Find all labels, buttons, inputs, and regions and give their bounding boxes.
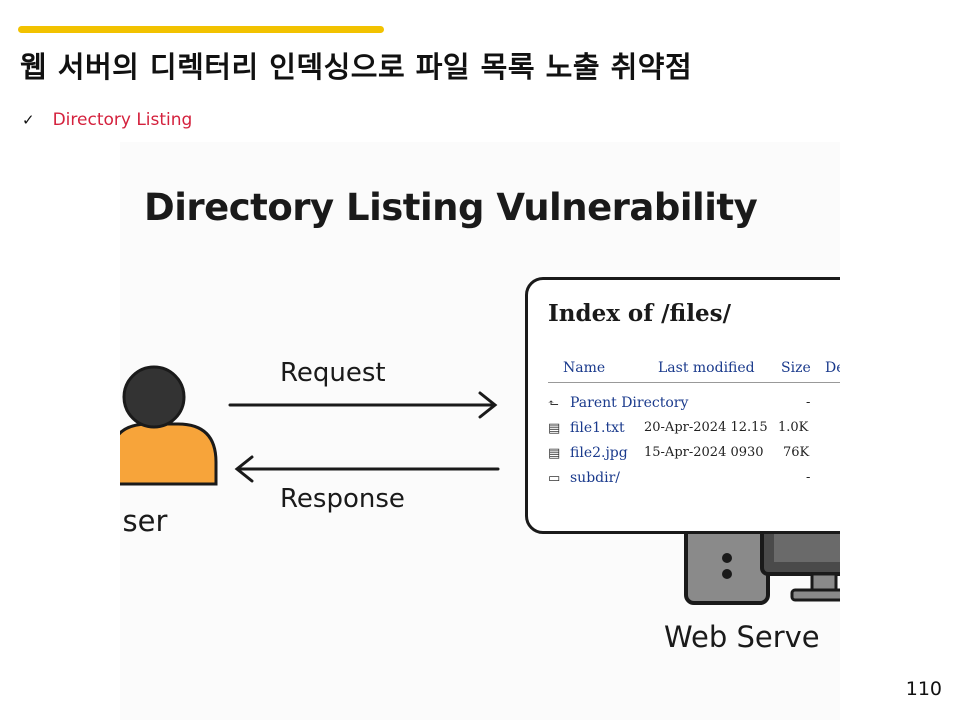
title-accent-bar: [18, 26, 384, 33]
file-size: 1.0K: [778, 420, 809, 435]
list-item[interactable]: ▤ file2.jpg 15-Apr-2024 0930 76K: [548, 445, 840, 465]
figure-title: Directory Listing Vulnerability: [144, 186, 758, 229]
user-icon: [120, 365, 218, 486]
diagram-figure: Directory Listing Vulnerability: [120, 142, 840, 720]
checkmark-icon: ✓: [22, 111, 35, 129]
bullet-item: ✓ Directory Listing: [22, 110, 192, 130]
file-name-link[interactable]: file1.txt: [570, 420, 625, 436]
file-size: 76K: [783, 445, 810, 460]
response-arrow: [234, 455, 500, 483]
index-title: Index of /files/: [548, 300, 732, 327]
file-modified: 20-Apr-2024 12.15: [644, 420, 768, 435]
file-size: -: [806, 470, 811, 485]
page-number: 110: [905, 678, 942, 700]
list-item[interactable]: ▭ subdir/ -: [548, 470, 840, 490]
file-name-link[interactable]: subdir/: [570, 470, 621, 486]
image-file-icon: ▤: [548, 446, 561, 461]
file-name-link[interactable]: file2.jpg: [570, 445, 628, 461]
request-label: Request: [280, 358, 386, 388]
list-item[interactable]: ⬑ Parent Directory -: [548, 395, 840, 415]
file-size: -: [806, 395, 811, 410]
parent-directory-icon: ⬑: [548, 396, 559, 411]
response-label: Response: [280, 484, 405, 514]
file-modified: 15-Apr-2024 0930: [644, 445, 764, 460]
request-arrow: [228, 391, 498, 419]
column-header-name: Name: [563, 360, 606, 376]
header-rule: [548, 382, 840, 383]
directory-index-panel: Index of /files/ Name Last modified Size…: [525, 277, 840, 534]
file-name-link[interactable]: Parent Directory: [570, 395, 689, 411]
server-label: Web Serve: [664, 620, 820, 654]
text-file-icon: ▤: [548, 421, 561, 436]
slide-title: 웹 서버의 디렉터리 인덱싱으로 파일 목록 노출 취약점: [20, 50, 693, 84]
bullet-text: Directory Listing: [52, 110, 193, 130]
folder-icon: ▭: [548, 471, 561, 486]
user-label: Jser: [120, 504, 168, 538]
column-header-description: De: [825, 360, 840, 376]
list-item[interactable]: ▤ file1.txt 20-Apr-2024 12.15 1.0K: [548, 420, 840, 440]
column-header-size: Size: [781, 360, 811, 376]
column-header-last-modified: Last modified: [658, 360, 755, 376]
